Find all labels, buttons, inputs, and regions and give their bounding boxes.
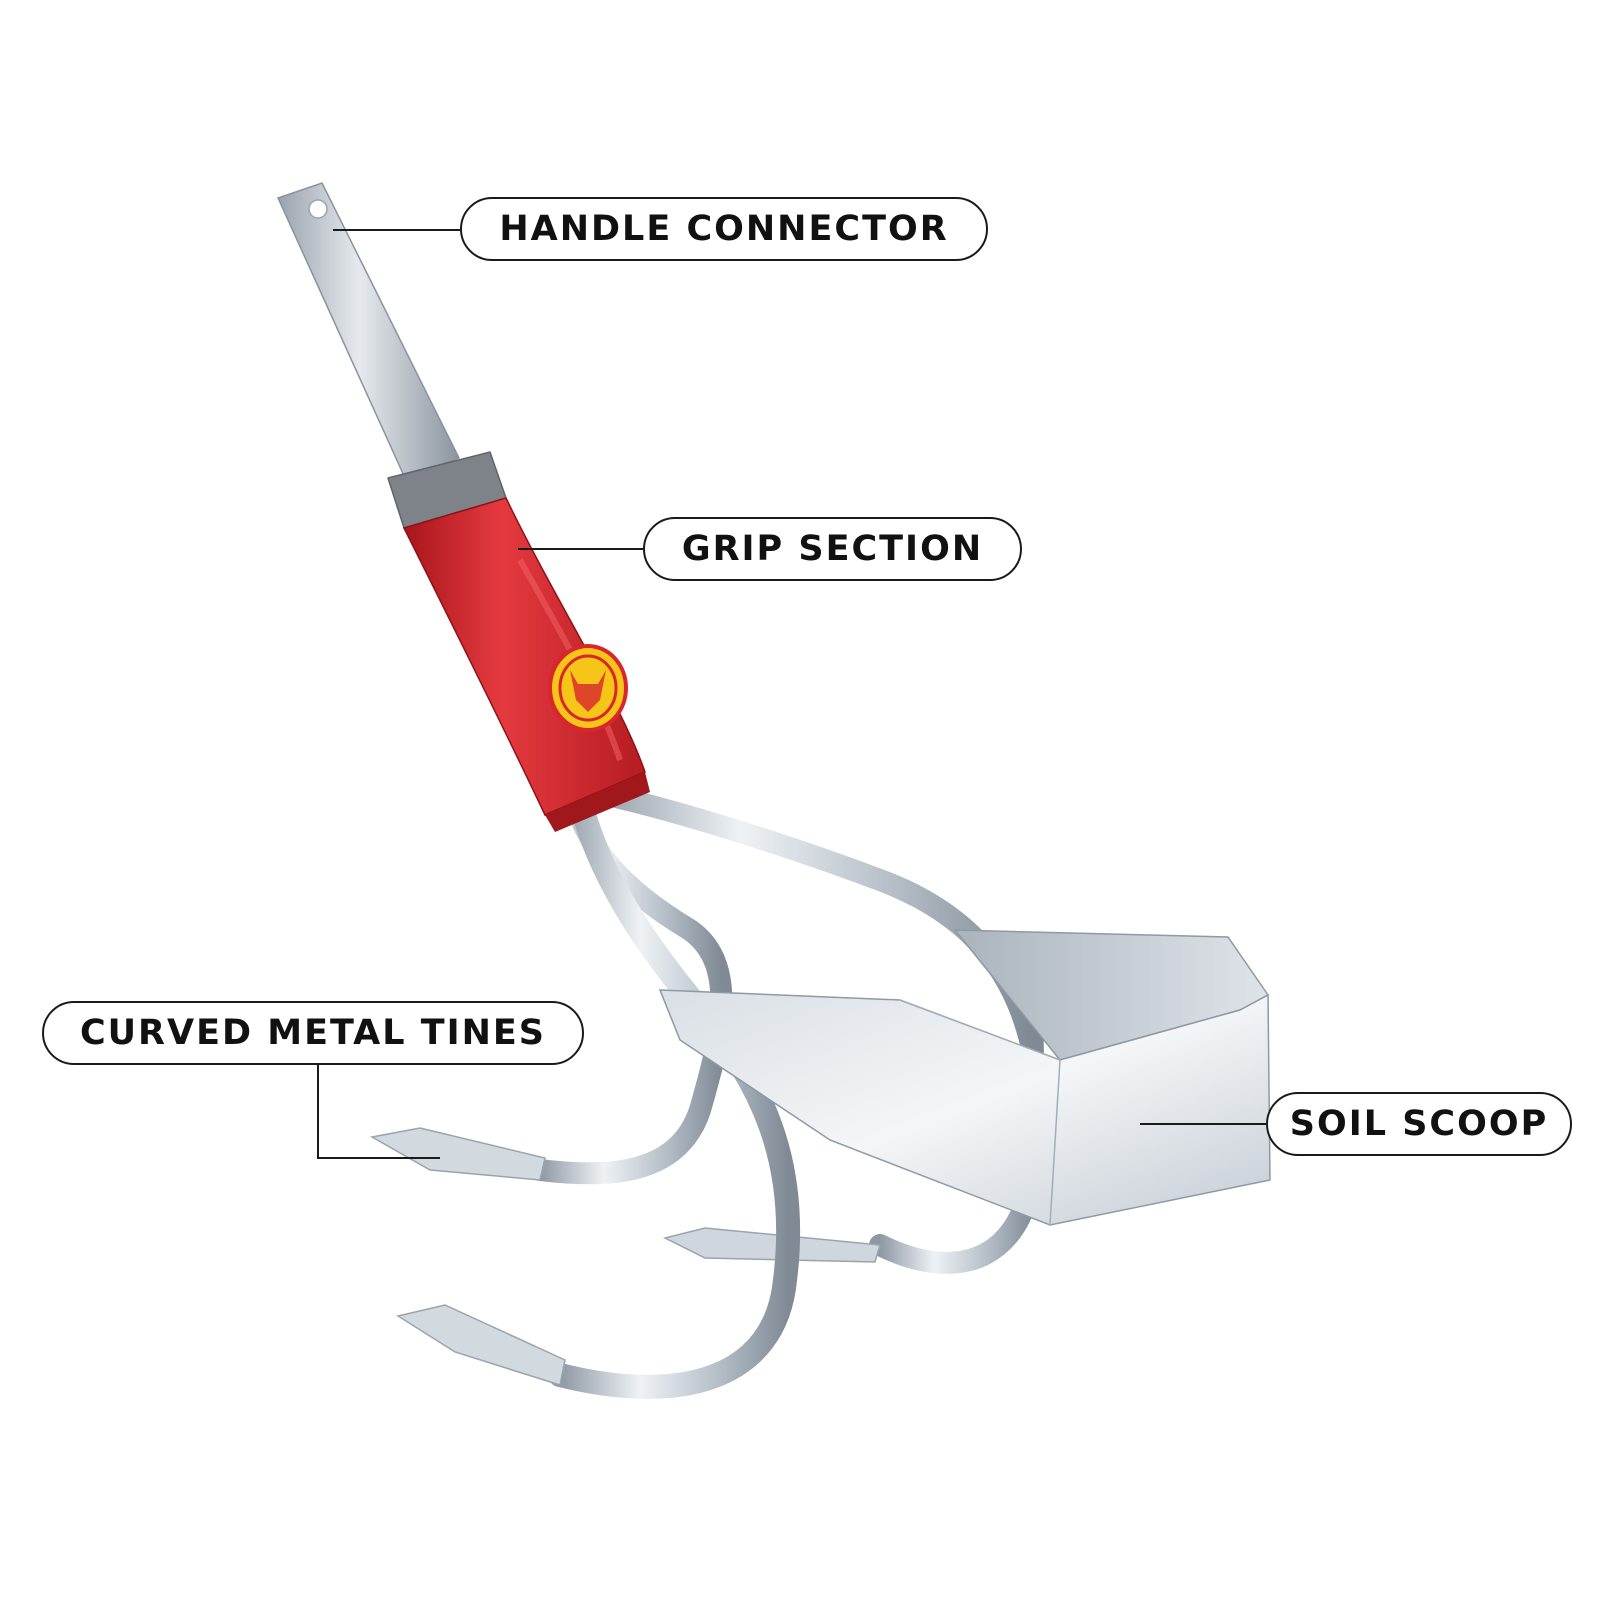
tine-front	[396, 788, 801, 1399]
fox-head-icon	[548, 644, 628, 732]
callout-handle-connector: HANDLE CONNECTOR	[460, 197, 988, 261]
handle-shaft	[276, 182, 461, 479]
callout-grip-section: GRIP SECTION	[643, 517, 1022, 581]
callout-label: GRIP SECTION	[681, 529, 984, 569]
callout-label: CURVED METAL TINES	[79, 1013, 547, 1053]
soil-scoop	[658, 929, 1271, 1226]
callout-curved-metal-tines: CURVED METAL TINES	[42, 1001, 584, 1065]
callout-label: SOIL SCOOP	[1289, 1104, 1549, 1144]
callout-label: HANDLE CONNECTOR	[499, 209, 949, 249]
leader-curved-metal-tines	[317, 1065, 440, 1159]
callout-soil-scoop: SOIL SCOOP	[1266, 1092, 1572, 1156]
